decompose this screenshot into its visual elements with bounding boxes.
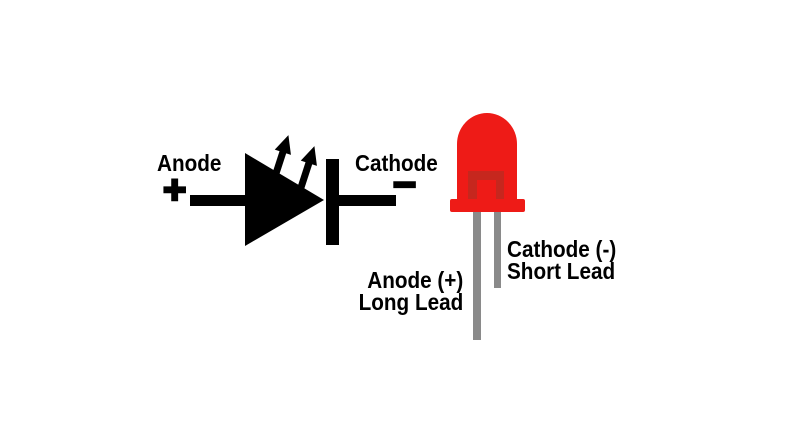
- cathode-bar-icon: [326, 159, 339, 245]
- cathode-label: Cathode: [355, 150, 438, 176]
- cathode-wire: [339, 195, 396, 206]
- light-emission-arrow-icon: [296, 146, 317, 192]
- cathode-lead-label-line2: Short Lead: [507, 258, 616, 284]
- anode-label: Anode: [157, 150, 222, 176]
- anode-lead-label-line1: Anode (+): [366, 267, 463, 293]
- anode-lead: [473, 205, 481, 340]
- diode-triangle-icon: [245, 153, 324, 246]
- cathode-lead-label: Cathode (-) Short Lead: [507, 236, 617, 284]
- plus-icon: +: [162, 168, 188, 212]
- minus-icon: −: [392, 163, 418, 207]
- cathode-lead: [494, 205, 501, 288]
- led-flange: [450, 199, 525, 212]
- led-inner-post: [468, 171, 504, 199]
- cathode-lead-label-line1: Cathode (-): [507, 236, 617, 262]
- anode-wire: [190, 195, 250, 206]
- anode-lead-label-line2: Long Lead: [358, 289, 463, 315]
- led-body: [457, 113, 517, 201]
- anode-lead-label: Anode (+) Long Lead: [358, 267, 463, 315]
- light-emission-arrow-icon: [270, 135, 291, 181]
